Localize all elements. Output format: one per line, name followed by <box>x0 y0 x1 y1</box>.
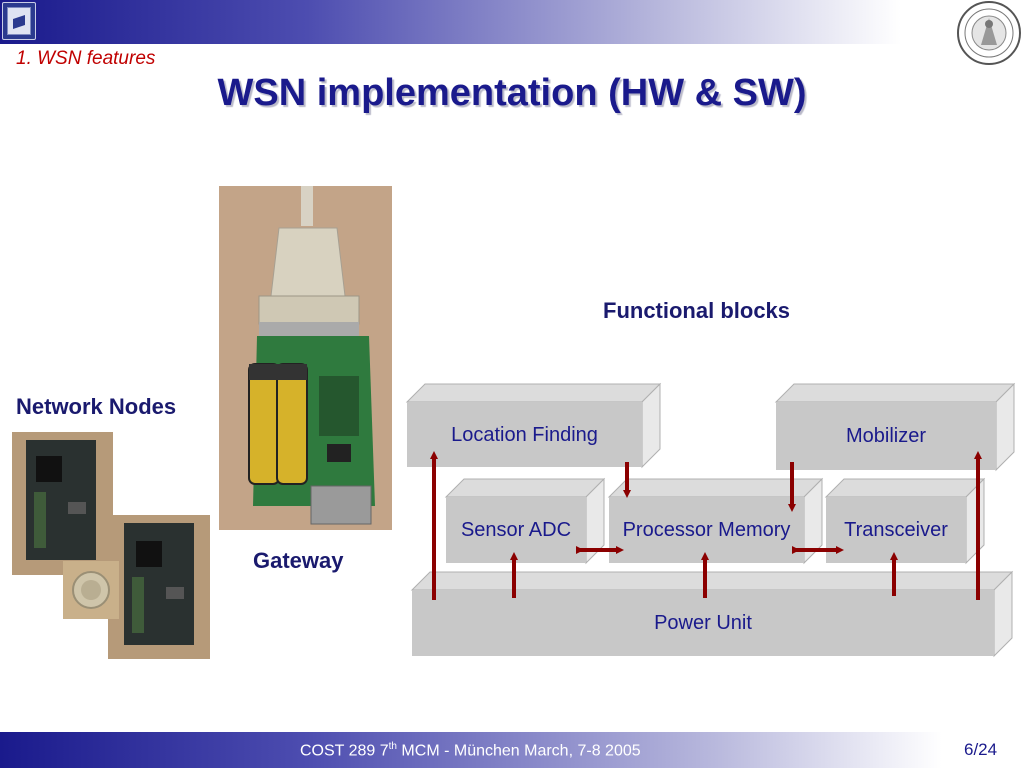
section-label: 1. WSN features <box>16 48 156 69</box>
transceiver-label: Transceiver <box>844 518 948 541</box>
functional-blocks-diagram <box>405 382 1016 658</box>
footer-text: COST 289 7th MCM - München March, 7-8 20… <box>300 741 641 760</box>
network-node-photo-1 <box>12 432 113 575</box>
transceiver-block: Transceiver <box>826 497 966 563</box>
university-seal-icon <box>957 1 1021 65</box>
header-bar <box>0 0 1024 44</box>
network-node-photo-2 <box>108 515 210 659</box>
location-finding-label: Location Finding <box>451 424 598 446</box>
mobilizer-block: Mobilizer <box>776 402 996 470</box>
location-finding-block: Location Finding <box>407 402 642 467</box>
slide-title: WSN implementation (HW & SW) <box>217 72 807 114</box>
footer-superscript: th <box>388 741 397 752</box>
cost-logo-icon <box>2 2 36 40</box>
power-unit-block: Power Unit <box>412 590 994 656</box>
gateway-photo <box>219 186 392 530</box>
footer-bar <box>0 732 1024 768</box>
page-number: 6/24 <box>964 740 998 759</box>
footer-suffix: MCM - München March, 7-8 2005 <box>396 742 641 760</box>
coin-photo <box>63 561 119 619</box>
connection-arrows <box>430 451 982 600</box>
network-nodes-label: Network Nodes <box>16 394 177 419</box>
mobilizer-label: Mobilizer <box>845 424 927 447</box>
footer-prefix: COST 289 7 <box>300 742 389 760</box>
gateway-label: Gateway <box>253 548 344 573</box>
sensor-adc-label: Sensor ADC <box>460 518 572 541</box>
processor-memory-label: Processor Memory <box>622 518 791 541</box>
power-unit-label: Power Unit <box>654 611 752 634</box>
functional-blocks-label: Functional blocks <box>603 298 791 323</box>
sensor-adc-block: Sensor ADC <box>446 497 586 563</box>
